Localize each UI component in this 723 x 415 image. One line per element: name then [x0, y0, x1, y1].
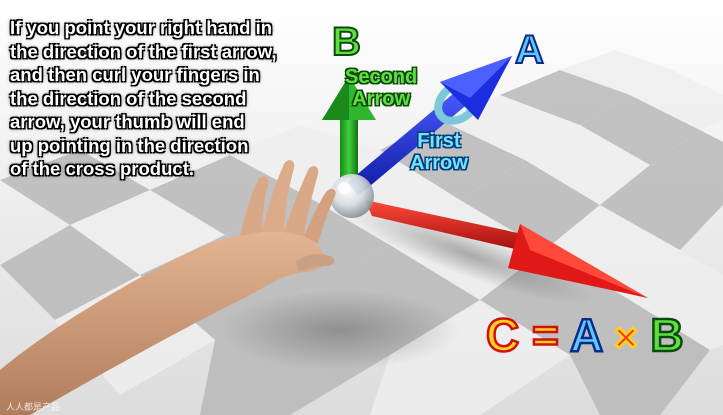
first-arrow-label-line: First: [410, 130, 468, 152]
explanation-line: If you point your right hand in: [10, 16, 330, 40]
vector-a-label: A: [515, 30, 544, 70]
formula-times: ×: [614, 316, 637, 360]
formula-b: B: [650, 309, 683, 361]
explanation-line: of the cross product.: [10, 157, 330, 181]
second-arrow-label-line: Second: [345, 66, 417, 88]
hand-shadow: [220, 290, 460, 370]
origin-sphere: [330, 174, 374, 218]
second-arrow-label-line: Arrow: [345, 88, 417, 110]
explanation-line: arrow, your thumb will end: [10, 110, 330, 134]
explanation-line: and then curl your fingers in: [10, 63, 330, 87]
cross-product-formula: C = A × B: [486, 310, 684, 363]
explanation-line: the direction of the second: [10, 87, 330, 111]
watermark: 人人都是产品: [6, 400, 60, 413]
second-arrow-label: Second Arrow: [345, 66, 417, 110]
vector-b-label: B: [332, 22, 361, 62]
explanation-text: If you point your right hand in the dire…: [10, 16, 330, 181]
formula-a: A: [570, 309, 602, 361]
formula-equals: =: [532, 309, 559, 361]
first-arrow-label-line: Arrow: [410, 152, 468, 174]
formula-c: C: [486, 309, 519, 361]
explanation-line: up pointing in the direction: [10, 134, 330, 158]
first-arrow-label: First Arrow: [410, 130, 468, 174]
explanation-line: the direction of the first arrow,: [10, 40, 330, 64]
